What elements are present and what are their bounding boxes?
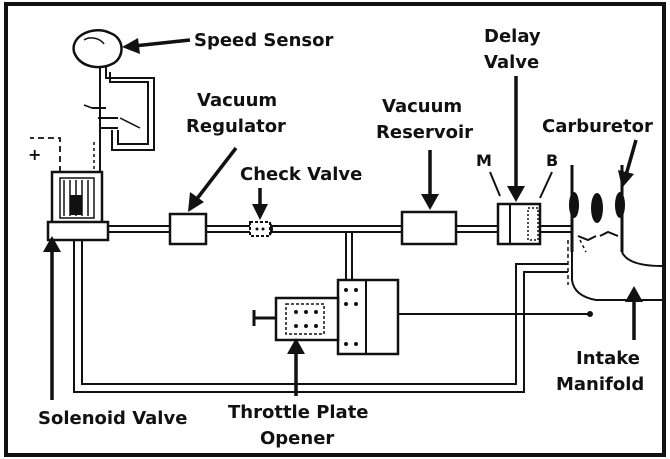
- vacuum-lines: [73, 225, 593, 393]
- vacuum-reservoir: [400, 210, 458, 246]
- carburetor: [569, 165, 625, 253]
- label-vacuum-regulator-line1: Vacuum: [197, 90, 277, 111]
- label-vacuum-reservoir-line1: Vacuum: [382, 96, 462, 117]
- callout-arrows: [43, 38, 643, 400]
- label-carburetor: Carburetor: [542, 116, 653, 137]
- label-solenoid-valve: Solenoid Valve: [38, 408, 187, 429]
- label-intake-manifold-line1: Intake: [576, 348, 640, 369]
- label-speed-sensor: Speed Sensor: [194, 30, 333, 51]
- delay-valve: [496, 202, 542, 246]
- label-port-m: M: [476, 151, 492, 170]
- check-valve: [249, 221, 273, 237]
- label-delay-valve-line2: Valve: [484, 52, 539, 73]
- label-check-valve: Check Valve: [240, 164, 362, 185]
- label-intake-manifold-line2: Manifold: [556, 374, 644, 395]
- label-throttle-plate-opener-line1: Throttle Plate: [228, 402, 369, 423]
- label-throttle-plate-opener-line2: Opener: [260, 428, 334, 449]
- label-vacuum-regulator-line2: Regulator: [186, 116, 286, 137]
- label-port-b: B: [546, 151, 558, 170]
- label-delay-valve-line1: Delay: [484, 26, 541, 47]
- intake-manifold: [567, 240, 663, 301]
- vacuum-regulator: [168, 212, 208, 246]
- throttle-plate-opener: [252, 278, 400, 356]
- label-plus-sign: +: [28, 145, 41, 164]
- diagram-border: [4, 2, 666, 457]
- label-vacuum-reservoir-line2: Reservoir: [376, 122, 473, 143]
- speed-sensor: [72, 28, 155, 175]
- solenoid-valve: [30, 137, 110, 242]
